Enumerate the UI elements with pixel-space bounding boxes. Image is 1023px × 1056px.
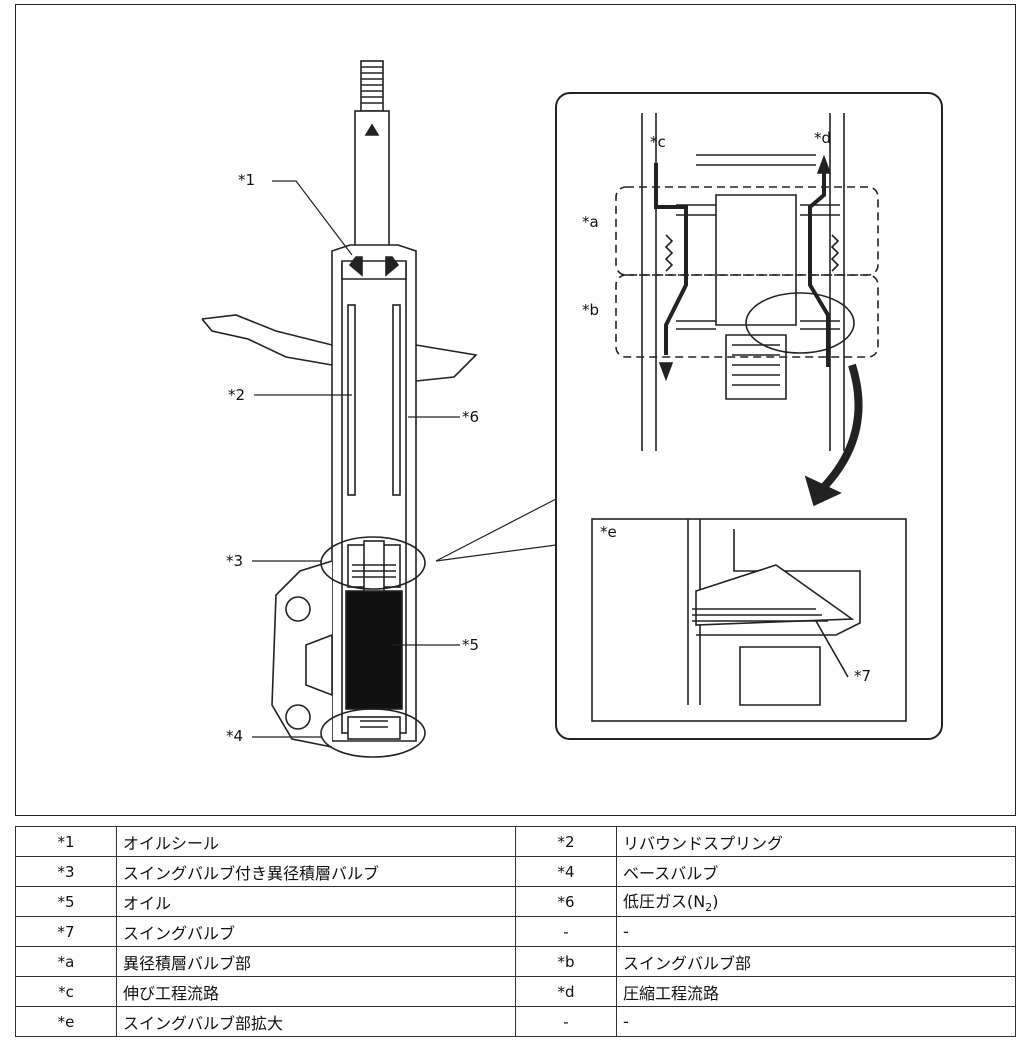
spring-seat bbox=[201, 314, 478, 382]
legend-code: *3 bbox=[15, 856, 117, 887]
legend-code: *c bbox=[15, 976, 117, 1007]
piston-valve bbox=[347, 540, 401, 592]
rod-thread bbox=[360, 60, 384, 112]
legend-name: - bbox=[616, 916, 1016, 947]
legend-name: スイングバルブ付き異径積層バルブ bbox=[116, 856, 516, 887]
legend-row: *7 スイングバルブ - - bbox=[15, 916, 1016, 947]
legend-name: 圧縮工程流路 bbox=[616, 976, 1016, 1007]
legend-code: - bbox=[515, 916, 617, 947]
diagram-frame: *1 *2 *6 *3 *5 *4 *c *d *a *b *e *7 bbox=[15, 4, 1016, 816]
legend-code: *4 bbox=[515, 856, 617, 887]
extension-flow-path bbox=[654, 163, 688, 355]
callout-2: *2 bbox=[228, 386, 246, 404]
gas-label: 低圧ガス(N bbox=[623, 892, 706, 912]
callout-7: *7 bbox=[854, 667, 872, 685]
callout-a: *a bbox=[582, 213, 599, 231]
legend-name: オイルシール bbox=[116, 826, 516, 857]
zoom-arrow bbox=[819, 363, 863, 492]
legend-row: *1 オイルシール *2 リバウンドスプリング bbox=[15, 826, 1016, 857]
gas-label-end: ) bbox=[712, 892, 719, 912]
legend-code: *7 bbox=[15, 916, 117, 947]
legend-code: *e bbox=[15, 1006, 117, 1037]
compression-flow-path bbox=[808, 165, 830, 367]
legend-name-gas: 低圧ガス(N2) bbox=[616, 886, 1016, 917]
valve-highlight-4 bbox=[320, 708, 426, 758]
callout-5: *5 bbox=[462, 636, 480, 654]
legend-name: 異径積層バルブ部 bbox=[116, 946, 516, 977]
callout-e: *e bbox=[600, 523, 617, 541]
legend-name: 伸び工程流路 bbox=[116, 976, 516, 1007]
callout-6: *6 bbox=[462, 408, 480, 426]
callout-4: *4 bbox=[226, 727, 244, 745]
shock-absorber-diagram bbox=[201, 60, 943, 758]
legend-name: スイングバルブ部拡大 bbox=[116, 1006, 516, 1037]
legend-name: リバウンドスプリング bbox=[616, 826, 1016, 857]
legend-code: *d bbox=[515, 976, 617, 1007]
legend-row: *3 スイングバルブ付き異径積層バルブ *4 ベースバルブ bbox=[15, 856, 1016, 887]
legend-row: *a 異径積層バルブ部 *b スイングバルブ部 bbox=[15, 946, 1016, 977]
legend-code: *b bbox=[515, 946, 617, 977]
legend-name: オイル bbox=[116, 886, 516, 917]
callout-3: *3 bbox=[226, 552, 244, 570]
legend-name: スイングバルブ bbox=[116, 916, 516, 947]
gas-subscript: 2 bbox=[705, 901, 713, 915]
callout-1: *1 bbox=[238, 171, 256, 189]
legend-table: *1 オイルシール *2 リバウンドスプリング *3 スイングバルブ付き異径積層… bbox=[15, 826, 1016, 1037]
legend-name: スイングバルブ部 bbox=[616, 946, 1016, 977]
oil-region bbox=[345, 590, 403, 710]
callout-d: *d bbox=[814, 129, 832, 147]
swing-valve-highlight bbox=[745, 292, 855, 354]
region-b bbox=[615, 274, 879, 358]
base-valve bbox=[347, 716, 401, 740]
legend-name: - bbox=[616, 1006, 1016, 1037]
legend-code: *6 bbox=[515, 886, 617, 917]
legend-code: - bbox=[515, 1006, 617, 1037]
callout-b: *b bbox=[582, 301, 600, 319]
legend-name: ベースバルブ bbox=[616, 856, 1016, 887]
legend-code: *1 bbox=[15, 826, 117, 857]
legend-code: *5 bbox=[15, 886, 117, 917]
legend-row: *c 伸び工程流路 *d 圧縮工程流路 bbox=[15, 976, 1016, 1007]
knuckle-bracket bbox=[271, 560, 333, 748]
callout-c: *c bbox=[650, 133, 666, 151]
rebound-spring bbox=[347, 304, 401, 496]
legend-row: *e スイングバルブ部拡大 - - bbox=[15, 1006, 1016, 1037]
valve-highlight-3 bbox=[320, 536, 426, 590]
legend-code: *2 bbox=[515, 826, 617, 857]
legend-code: *a bbox=[15, 946, 117, 977]
legend-row: *5 オイル *6 低圧ガス(N2) bbox=[15, 886, 1016, 917]
